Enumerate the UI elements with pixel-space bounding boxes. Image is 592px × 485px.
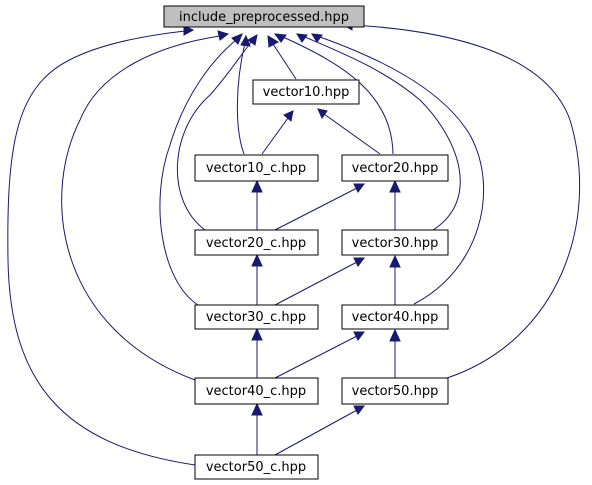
node-label: vector50_c.hpp	[206, 460, 306, 475]
node-label: vector50.hpp	[352, 384, 439, 399]
node-vector30[interactable]: vector30.hpp	[341, 229, 449, 256]
arrowhead-icon	[251, 327, 263, 341]
arrowhead-icon	[283, 110, 294, 122]
node-include-preprocessed[interactable]: include_preprocessed.hpp	[163, 5, 365, 28]
node-label: vector40_c.hpp	[206, 384, 306, 399]
node-vector50-c[interactable]: vector50_c.hpp	[194, 454, 319, 480]
node-label: vector30.hpp	[352, 236, 439, 251]
edge-vector50-c-to-vector50	[274, 409, 358, 456]
arrowhead-icon	[296, 33, 308, 43]
node-label: vector40.hpp	[352, 310, 439, 325]
edge-vector50-to-include-preprocessed	[351, 24, 581, 379]
arrowhead-icon	[311, 33, 323, 43]
arrowhead-icon	[183, 25, 195, 36]
node-label: vector10_c.hpp	[206, 161, 306, 176]
edge-vector40-c-to-vector40	[274, 335, 358, 379]
node-label: vector20_c.hpp	[206, 236, 306, 251]
arrowhead-icon	[389, 254, 401, 268]
edge-vector10-c-to-vector10	[261, 117, 289, 155]
node-vector20[interactable]: vector20.hpp	[341, 154, 449, 182]
node-label: vector30_c.hpp	[206, 310, 306, 325]
arrowhead-icon	[389, 179, 401, 193]
node-vector20-c[interactable]: vector20_c.hpp	[194, 229, 319, 256]
arrowhead-icon	[251, 402, 263, 416]
node-vector40-c[interactable]: vector40_c.hpp	[194, 377, 319, 405]
node-vector30-c[interactable]: vector30_c.hpp	[194, 304, 319, 330]
arrowhead-icon	[389, 328, 401, 342]
edge-vector30-to-include-preprocessed	[304, 36, 461, 231]
arrowhead-icon	[217, 30, 230, 41]
arrowhead-icon	[240, 34, 251, 47]
edge-vector10-c-to-include-preprocessed	[236, 42, 246, 155]
nodes: include_preprocessed.hpp vector10.hpp ve…	[163, 5, 449, 480]
arrowhead-icon	[353, 257, 365, 267]
edge-vector20-c-to-vector20	[274, 187, 358, 231]
edge-vector20-to-include-preprocessed	[282, 36, 394, 155]
edge-vector40-c-to-include-preprocessed	[61, 35, 221, 381]
node-label: vector10.hpp	[263, 85, 350, 100]
node-vector10[interactable]: vector10.hpp	[252, 79, 360, 105]
arrowhead-icon	[251, 179, 263, 193]
edges	[7, 19, 581, 466]
node-vector10-c[interactable]: vector10_c.hpp	[194, 154, 319, 182]
edge-vector20-c-to-include-preprocessed	[177, 40, 253, 231]
edge-vector50-c-to-include-preprocessed	[7, 30, 196, 466]
arrowhead-icon	[353, 331, 365, 341]
edge-vector30-c-to-include-preprocessed	[159, 39, 237, 306]
arrowhead-icon	[353, 405, 365, 415]
node-label: vector20.hpp	[352, 161, 439, 176]
arrowhead-icon	[247, 34, 258, 46]
arrowhead-icon	[273, 33, 287, 43]
arrowhead-icon	[353, 183, 365, 193]
edge-vector40-to-include-preprocessed	[319, 36, 484, 305]
node-label: include_preprocessed.hpp	[179, 10, 349, 25]
edge-vector10-to-include-preprocessed	[272, 43, 297, 80]
arrowhead-icon	[251, 253, 263, 267]
node-vector50[interactable]: vector50.hpp	[341, 377, 449, 405]
edge-vector30-c-to-vector30	[274, 261, 358, 306]
arrowhead-icon	[267, 35, 279, 48]
arrowhead-icon	[317, 108, 328, 120]
node-vector40[interactable]: vector40.hpp	[341, 304, 449, 330]
edge-vector20-to-vector10	[323, 113, 381, 155]
arrowhead-icon	[231, 33, 243, 45]
